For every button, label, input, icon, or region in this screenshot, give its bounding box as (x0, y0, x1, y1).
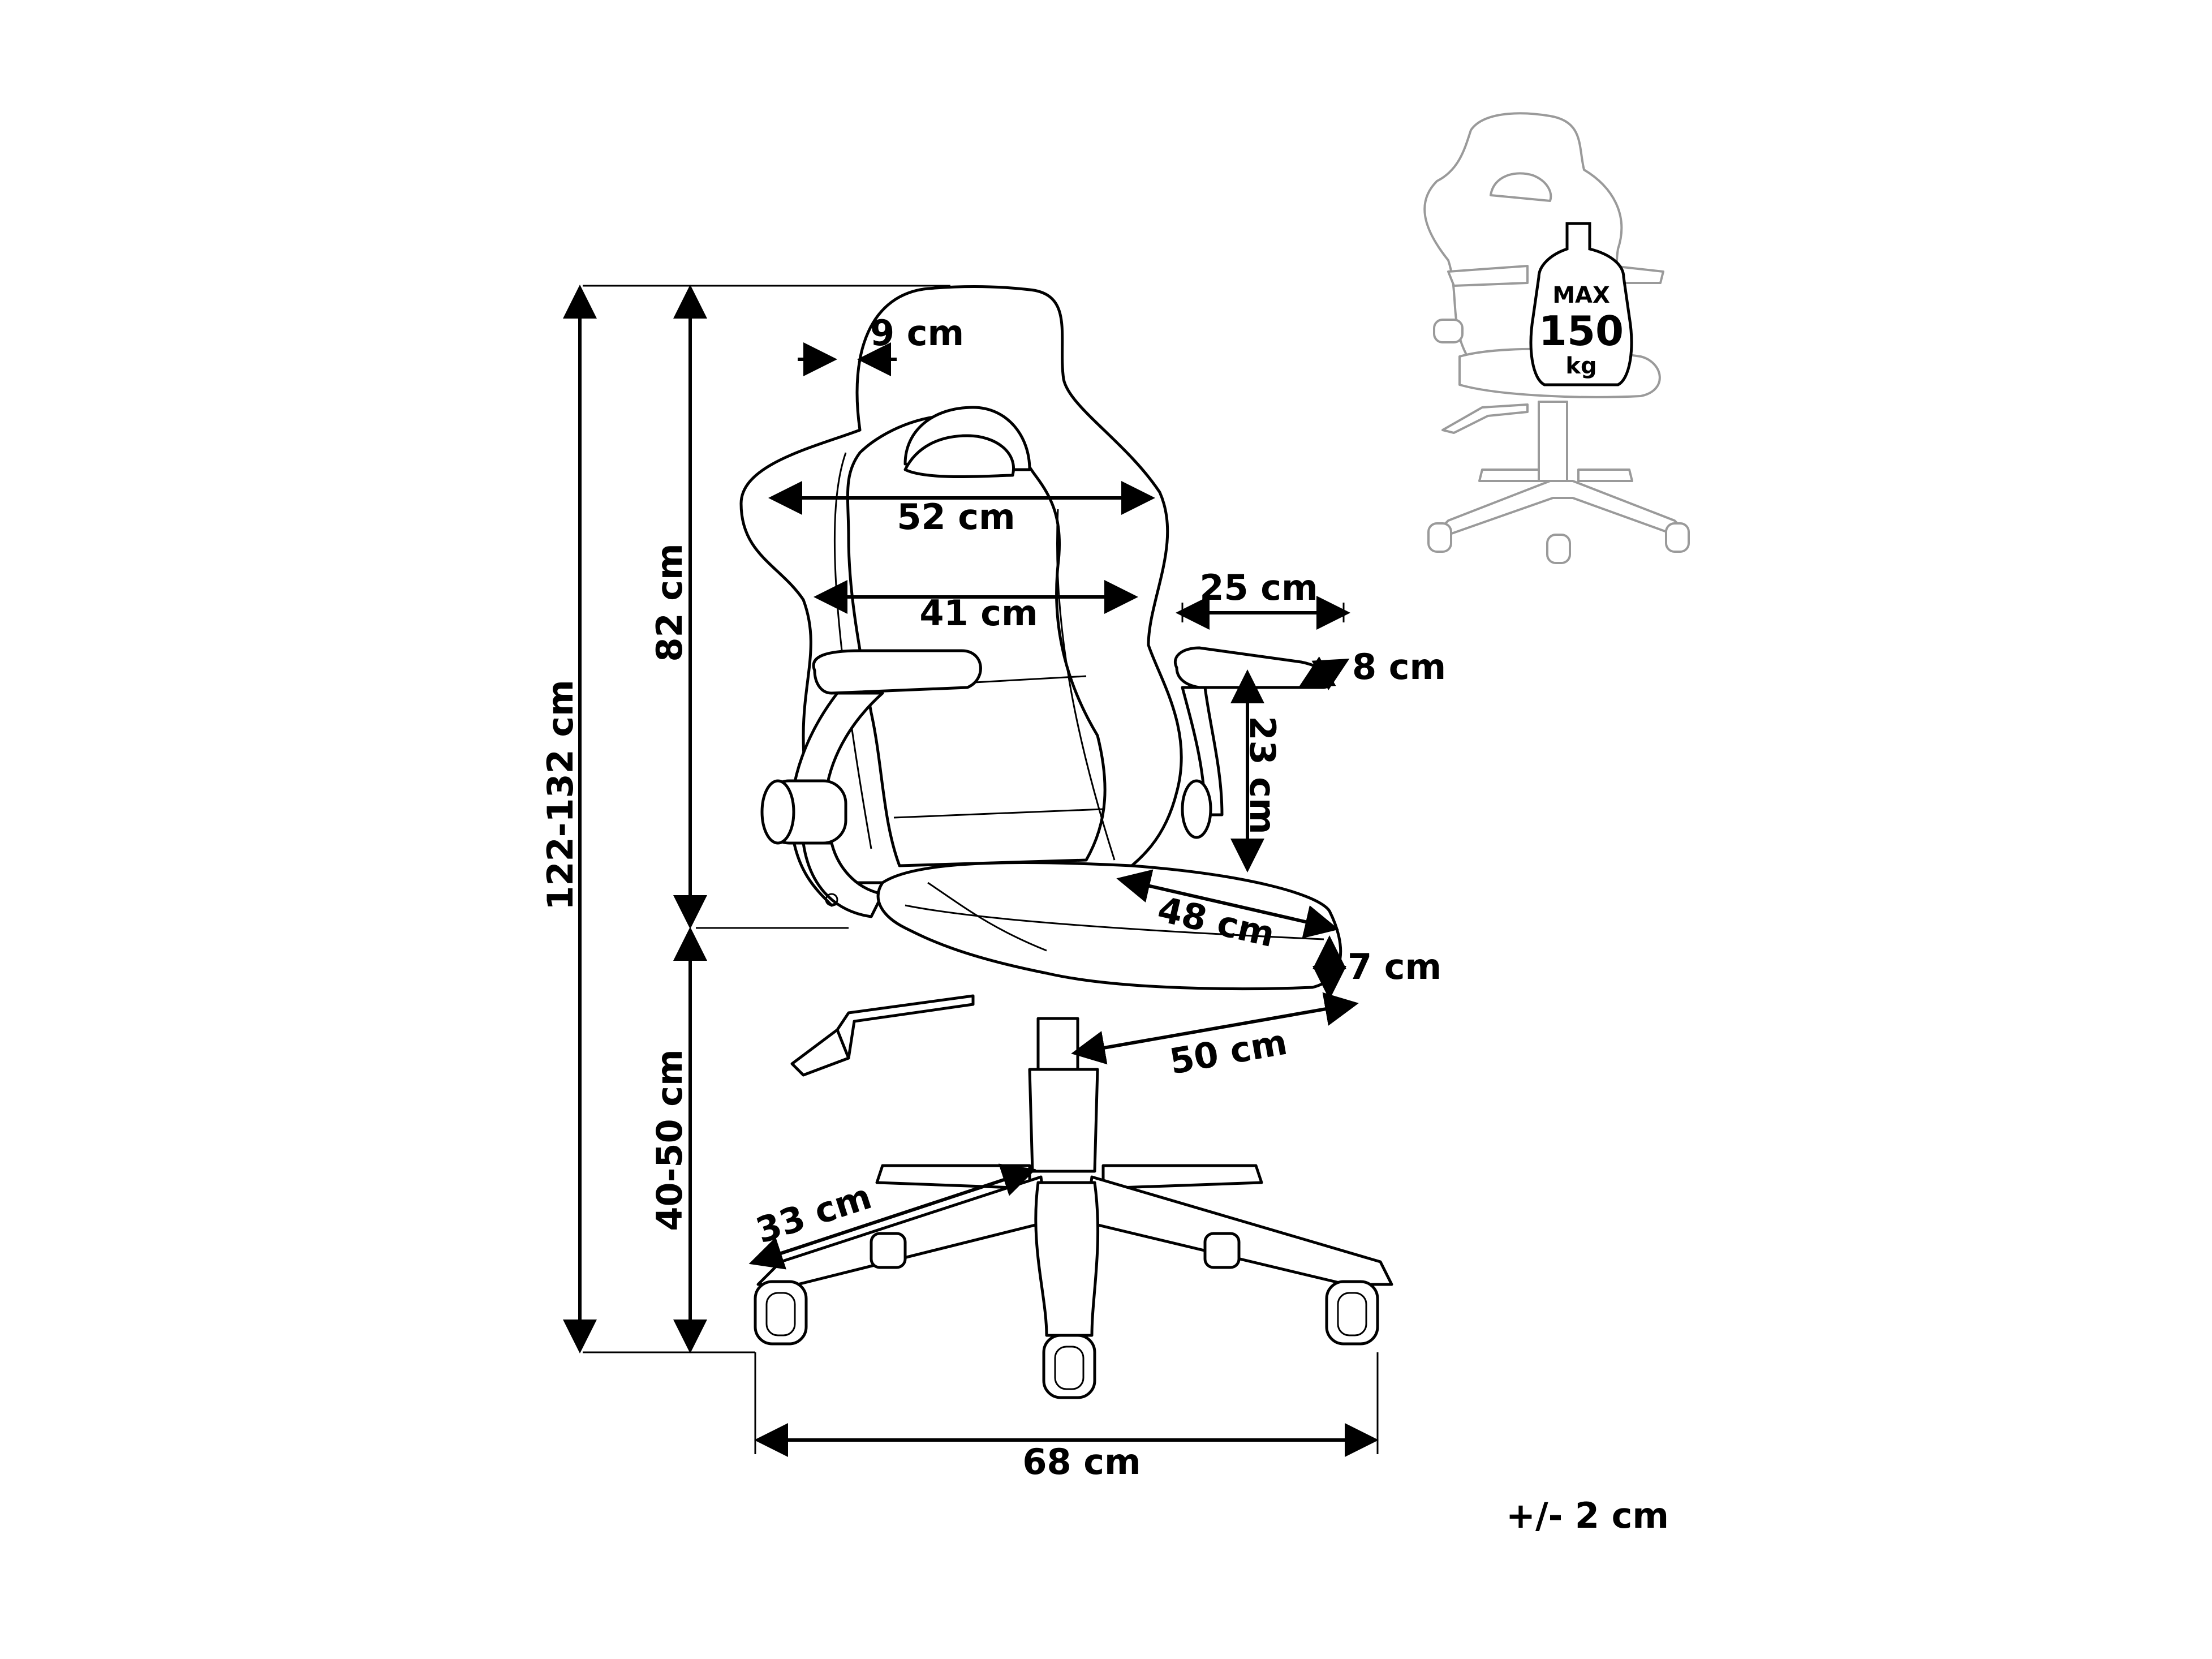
ghost-caster-left (1427, 522, 1452, 553)
tolerance-note: +/- 2 cm (1506, 1495, 1669, 1536)
caster-back-left (870, 1232, 907, 1269)
dim-line-seat-depth (1116, 869, 1339, 939)
seat-inner-edge (927, 882, 1047, 952)
label-armrest-length: 25 cm (1199, 567, 1318, 608)
ghost-armrest-pivot (1433, 319, 1464, 343)
chair-drawing (739, 285, 1393, 1399)
headrest-opening (903, 434, 1015, 478)
label-base-width: 68 cm (1022, 1441, 1141, 1482)
max-load-label-value: 150 (1539, 307, 1624, 355)
max-load-illustration: MAX 150 kg (1423, 112, 1690, 564)
backrest-seam-lower (893, 808, 1104, 819)
right-armrest-support (1181, 686, 1224, 816)
dim-line-armrest-width (1298, 656, 1350, 690)
ghost-cylinder (1538, 401, 1568, 482)
label-back-width-lower: 41 cm (919, 592, 1038, 634)
ghost-armrest-left (1447, 265, 1529, 287)
ghost-base-back (1478, 469, 1540, 482)
left-armrest-lower-arm (802, 841, 884, 918)
weight-icon (1529, 222, 1633, 386)
ghost-base (1436, 480, 1687, 536)
caster-back-right (1203, 1232, 1241, 1269)
caster-front (1042, 1334, 1096, 1399)
label-armrest-height: 23 cm (1242, 716, 1283, 834)
base-leg-back-right (1101, 1164, 1263, 1190)
caster-right (1325, 1280, 1379, 1346)
label-back-thickness: 9 cm (870, 312, 964, 354)
label-seat-thickness: 7 cm (1348, 946, 1441, 987)
label-seat-height: 40-50 cm (649, 1049, 690, 1231)
left-armrest-bolt (825, 893, 838, 906)
base-leg-back-left (875, 1164, 1031, 1190)
backrest-bolster-right (1056, 509, 1116, 861)
ghost-headrest-slot (1490, 172, 1552, 202)
ghost-base-back-right (1577, 469, 1633, 482)
height-lever-arm (836, 994, 975, 1060)
gas-cylinder-cover (1028, 1068, 1099, 1173)
label-total-height: 122-132 cm (540, 680, 581, 910)
label-back-width-upper: 52 cm (897, 496, 1015, 538)
left-armrest-pad (812, 649, 982, 695)
ghost-caster-front (1546, 534, 1571, 564)
label-seat-width: 50 cm (1167, 1021, 1290, 1082)
right-armrest-knob (1181, 779, 1212, 839)
max-load-label-max: MAX (1552, 282, 1610, 308)
base-leg-front-right (1085, 1175, 1393, 1286)
base-leg-front (1034, 1181, 1100, 1337)
gas-cylinder-upper (1036, 1017, 1079, 1071)
label-backrest-height: 82 cm (649, 543, 690, 661)
dim-line-seat-width (1071, 992, 1359, 1065)
label-armrest-width: 8 cm (1352, 646, 1446, 687)
max-load-label-unit: kg (1565, 353, 1596, 379)
caster-left (754, 1280, 808, 1346)
left-armrest-knob (760, 779, 795, 845)
dimension-labels: 122-132 cm 82 cm 40-50 cm 9 cm 52 cm 41 … (540, 312, 1669, 1536)
dim-line-base-radius (748, 1163, 1036, 1270)
dimension-lines (563, 285, 1379, 1457)
ghost-lever (1441, 403, 1529, 434)
ghost-caster-right (1665, 522, 1690, 553)
